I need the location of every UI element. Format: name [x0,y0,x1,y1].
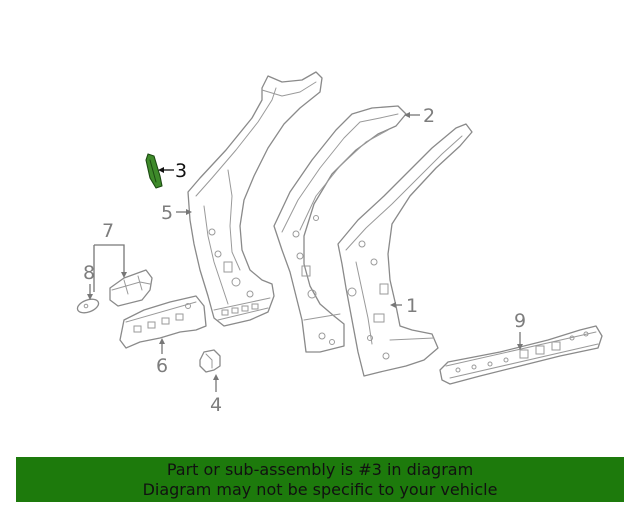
callout-numbers: 1 2 3 4 5 6 7 8 9 [83,105,526,416]
callout-2: 2 [423,105,435,127]
callout-8: 8 [83,262,95,284]
part-5-front-pillar [187,71,323,327]
callout-5: 5 [161,202,173,224]
callout-7: 7 [102,220,114,242]
part-1-center-pillar-outer [337,123,473,377]
part-4-clip [199,349,221,373]
parts-diagram: 1 2 3 4 5 6 7 8 9 [76,71,603,416]
banner-line-part: Part or sub-assembly is #3 in diagram [166,460,474,479]
part-8-oval-plug [76,298,100,314]
part-9-rocker-panel [439,325,603,385]
callout-3: 3 [175,160,187,182]
callout-4: 4 [210,394,222,416]
callout-6: 6 [156,355,168,377]
part-7-bracket [109,269,153,307]
part-2-center-pillar-reinforcement [273,105,407,353]
part-3-highlighted-bracket [145,153,163,189]
part-info-banner: Part or sub-assembly is #3 in diagram Di… [16,457,624,502]
callout-1: 1 [406,295,418,317]
banner-line-disclaimer: Diagram may not be specific to your vehi… [142,480,498,499]
callout-leaders [87,112,523,392]
callout-9: 9 [514,310,526,332]
part-6-lower-bracket [119,295,207,349]
